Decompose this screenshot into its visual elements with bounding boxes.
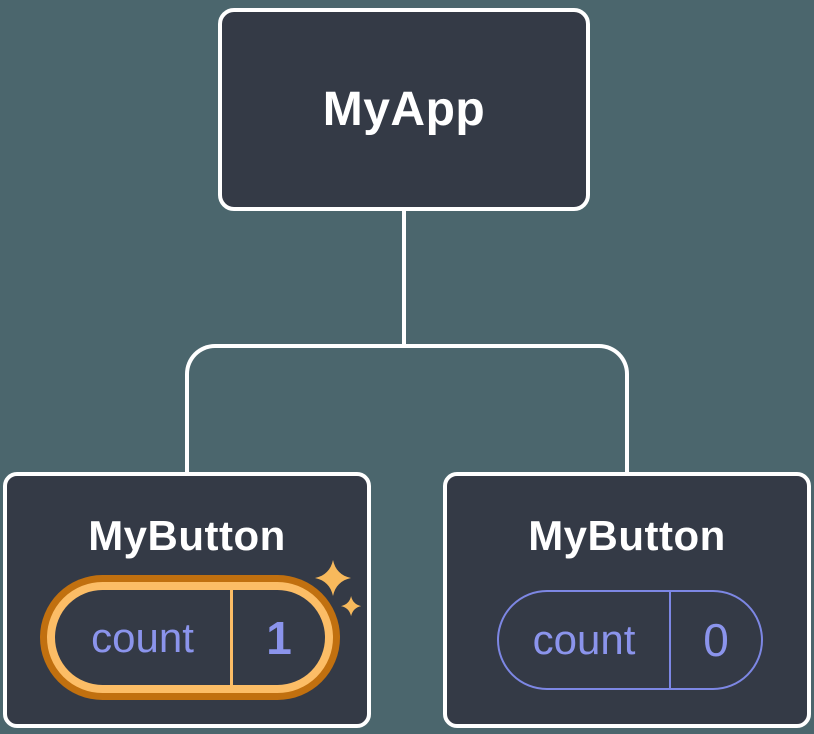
state-pill: count 0 [497, 590, 763, 690]
sparkles-icon [315, 560, 362, 617]
component-node-mybutton-left: MyButton count 1 [3, 472, 371, 728]
state-name-label: count [91, 613, 194, 661]
component-name-label: MyApp [322, 83, 486, 136]
state-value: 0 [669, 592, 761, 688]
connector-bracket-children [185, 344, 629, 472]
state-name-label: count [532, 616, 636, 663]
component-name-label: MyButton [528, 512, 726, 559]
state-value: 1 [230, 590, 325, 685]
component-node-mybutton-right: MyButton count 0 [443, 472, 811, 728]
component-name-label: MyButton [88, 512, 286, 559]
state-pill-highlighted: count 1 [47, 582, 333, 693]
component-node-myapp: MyApp [218, 8, 590, 211]
connector-line-root [402, 208, 406, 348]
